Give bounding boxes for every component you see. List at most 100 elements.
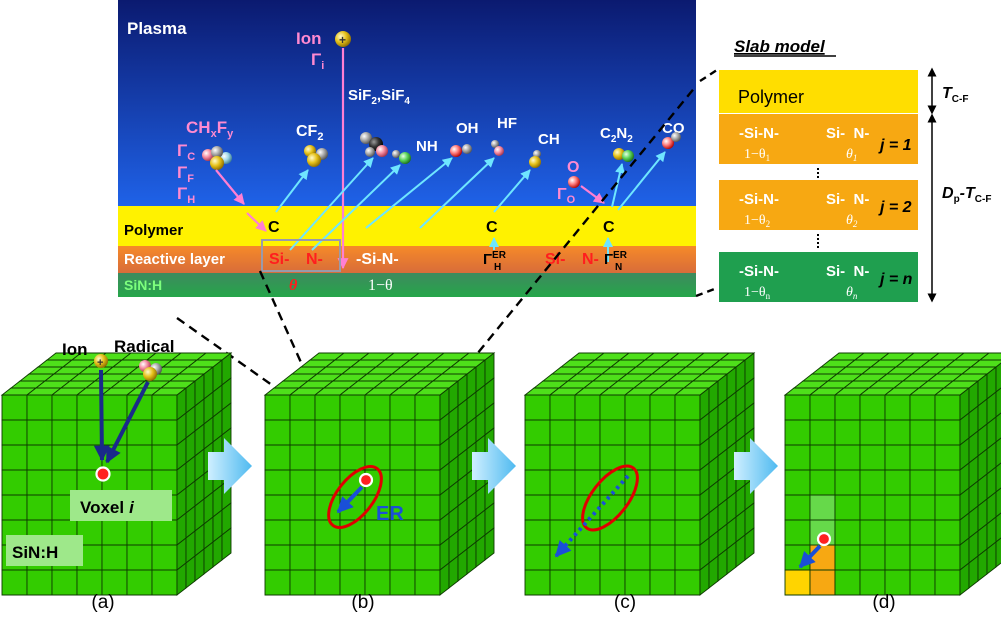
slab-row-2-right: Si- N- [826,191,869,208]
voxel-front-face [101,394,128,421]
panel-d-er-arrow [798,544,822,569]
voxel-front-face [126,569,153,596]
voxel-front-face [934,494,961,521]
voxel-front-face [909,394,936,421]
voxel-front-face [1,469,28,496]
voxel-front-face [76,419,103,446]
voxel-front-face [834,469,861,496]
voxel-front-face [389,544,416,571]
voxel-front-face [934,444,961,471]
ch-label: CH [538,131,560,148]
panel-a-voxel-tag [70,490,172,521]
voxel-front-face [101,544,128,571]
voxel-front-face [574,519,601,546]
voxel-right-face [995,462,1001,493]
voxel-front-face [549,494,576,521]
voxel-right-face [995,362,1001,393]
hf-desorb-arrow [419,157,495,229]
panel-c-ellipse [581,464,639,532]
o-flux-label: ΓO [557,186,576,206]
voxel-front-face [884,494,911,521]
voxel-front-face [151,519,178,546]
oh-desorb-arrow [365,157,453,229]
slab-row-1-left: -Si-N- [739,125,779,142]
plasma-title: Plasma [127,19,187,38]
o-label: O [567,159,579,176]
voxel-front-face [574,394,601,421]
voxel-front-face [884,544,911,571]
voxel-front-face [809,469,836,496]
voxel-front-face [524,469,551,496]
flux-h-label: ΓH [177,184,195,206]
voxel-front-face [809,494,836,521]
voxel-front-face [264,569,291,596]
panel-d-voxel-marker [816,531,832,547]
slab-row-2-rt: θ2 [846,213,858,229]
voxel-front-face [599,394,626,421]
voxel-front-face [289,394,316,421]
voxel-front-face [784,569,811,596]
voxel-front-face [314,444,341,471]
voxel-front-face [934,419,961,446]
voxel-front-face [674,469,701,496]
panel-a-ion-label: Ion [62,340,88,359]
voxel-front-face [674,519,701,546]
voxel-front-face [859,519,886,546]
voxel-front-face [549,544,576,571]
ion-flux-label: Γi [311,50,324,72]
voxel-front-face [834,569,861,596]
voxel-right-face [995,437,1001,468]
voxel-front-face [26,469,53,496]
voxel-front-face [599,544,626,571]
slab-row-n-lt: 1−θn [744,285,771,301]
voxel-front-face [549,444,576,471]
transition-arrows [208,438,778,494]
slab-polymer-label: Polymer [738,87,804,107]
voxel-front-face [574,544,601,571]
reactive-layer [118,246,696,273]
slab-row-n-rt: θn [846,285,858,301]
voxel-front-face [126,544,153,571]
nh-molecule-icon [392,150,411,164]
voxel-front-face [809,569,836,596]
product-arrows [275,151,666,262]
voxel-front-face [314,569,341,596]
hf-molecule-icon [491,140,504,156]
voxel-front-face [809,544,836,571]
polymer-label: Polymer [124,222,183,239]
zoom-line-slab-bottom [695,286,718,298]
slab-j2-label: j = 2 [878,199,912,216]
voxel-front-face [26,444,53,471]
panel-b-voxel-marker [358,472,374,488]
voxel-right-face [995,387,1001,418]
voxel-front-face [414,419,441,446]
flux-f-label: ΓF [177,163,194,185]
voxel-front-face [784,419,811,446]
voxel-front-face [934,519,961,546]
voxel-front-face [264,469,291,496]
arrow-a-to-b [208,438,252,494]
voxel-front-face [26,394,53,421]
voxel-front-face [599,419,626,446]
panel-d-overlay [798,531,832,569]
voxel-front-face [264,494,291,521]
voxel-front-face [624,394,651,421]
voxel-front-face [649,444,676,471]
arrow-b-to-c [472,438,516,494]
voxel-front-face [574,444,601,471]
panel-b-ellipse [327,465,383,529]
voxel-front-face [51,444,78,471]
c-marker-left: C [268,219,280,236]
voxel-front-face [339,419,366,446]
co-molecule-icon [662,132,681,149]
sif-desorb-arrow [289,157,374,251]
voxel-front-face [784,544,811,571]
panel-c-overlay [554,464,639,558]
voxel-front-face [834,419,861,446]
voxel-front-face [289,419,316,446]
voxel-front-face [909,519,936,546]
c2n2-desorb-arrow [611,163,625,208]
